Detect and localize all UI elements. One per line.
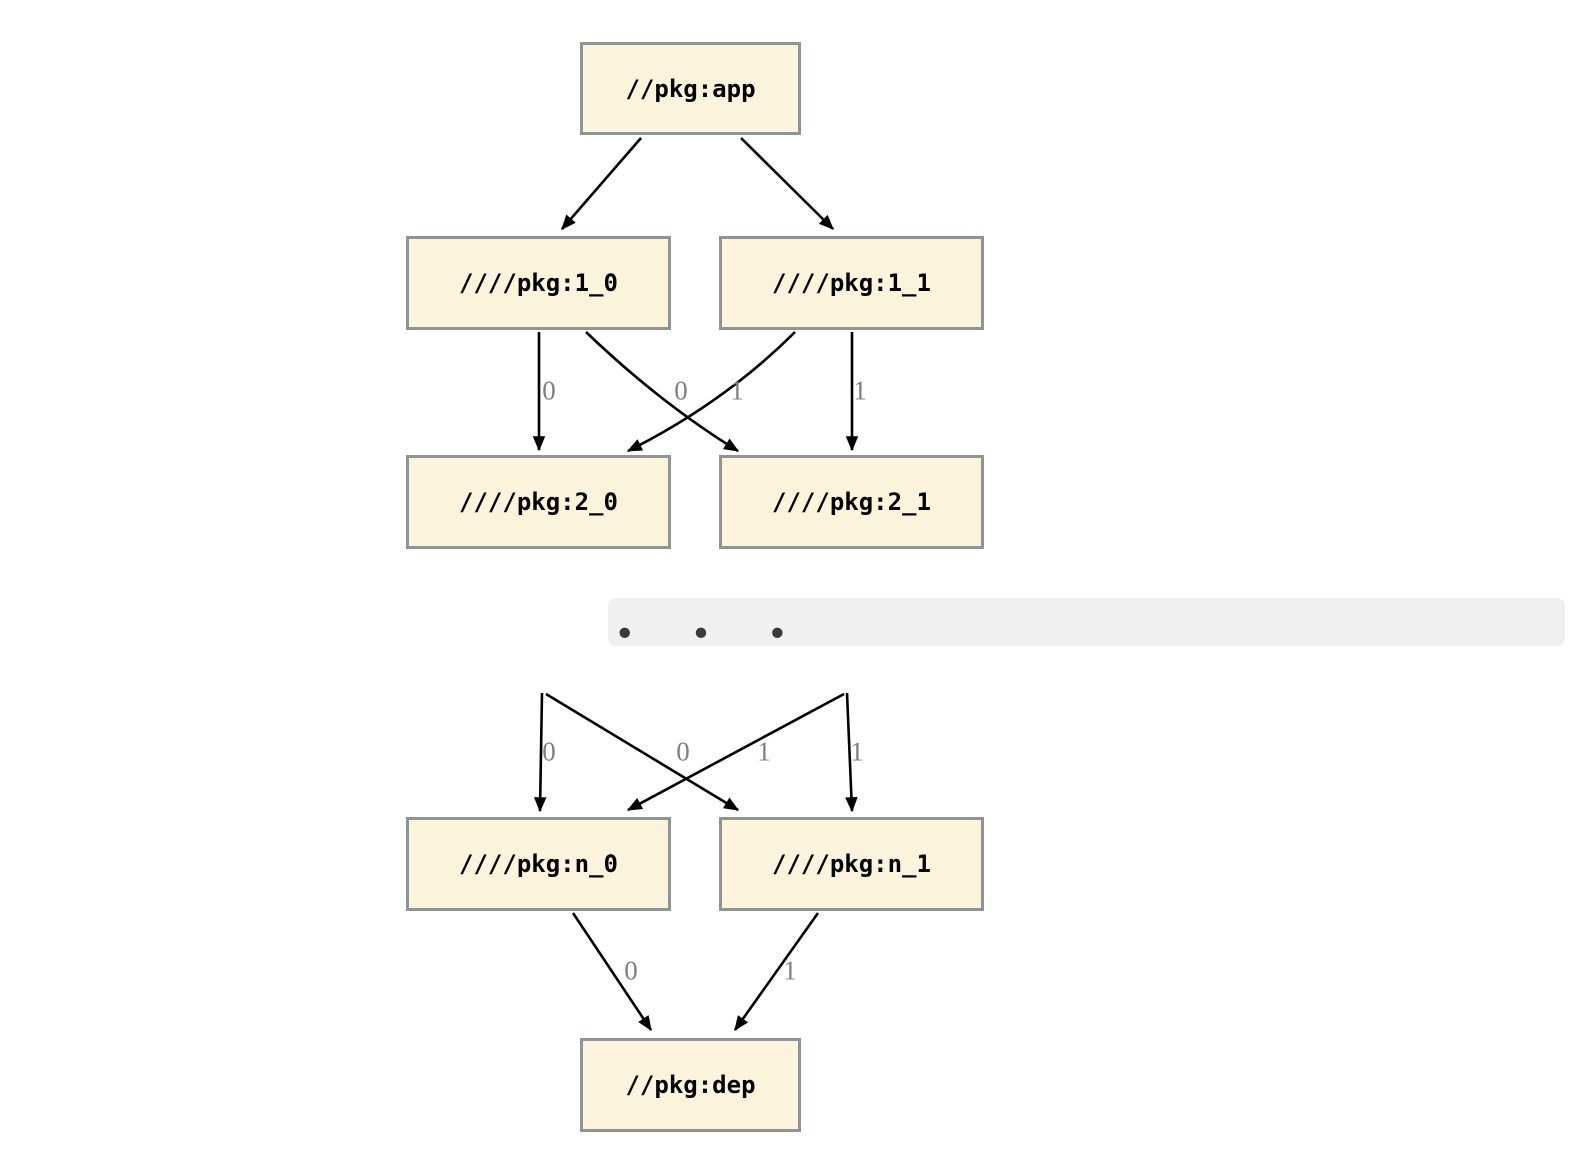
edge-mid-to-n_0-left	[533, 692, 547, 813]
node-pkg-2_1: ////pkg:2_1	[719, 455, 984, 549]
edge-1_1-to-2_0	[626, 331, 796, 453]
edge-mid-to-n_0-cross	[626, 692, 845, 812]
edge-app-to-1_1	[740, 137, 834, 230]
edge-label-1_1-to-2_1: 1	[853, 375, 867, 406]
edge-label-n_0-to-dep: 0	[624, 955, 638, 986]
node-pkg-app: //pkg:app	[580, 42, 801, 135]
edge-n_0-to-dep	[571, 912, 653, 1032]
edge-label-mid-to-n_0-left: 0	[542, 736, 556, 767]
edge-label-1_0-to-2_1: 1	[730, 375, 744, 406]
node-pkg-1_1: ////pkg:1_1	[719, 236, 984, 330]
node-pkg-2_0-label: ////pkg:2_0	[459, 488, 618, 516]
node-pkg-n_1-label: ////pkg:n_1	[772, 850, 931, 878]
edge-app-to-1_0	[561, 137, 642, 230]
edge-label-1_1-to-2_0: 0	[674, 375, 688, 406]
edge-1_0-to-2_1	[585, 331, 740, 453]
node-pkg-app-label: //pkg:app	[625, 74, 756, 103]
truncation-ellipsis: . . .	[612, 563, 791, 656]
edge-label-mid-to-n_0-cross: 0	[676, 736, 690, 767]
node-pkg-1_0-label: ////pkg:1_0	[459, 269, 618, 297]
node-pkg-n_0: ////pkg:n_0	[406, 817, 671, 911]
edge-label-mid-to-n_1-right: 1	[850, 736, 864, 767]
node-pkg-1_1-label: ////pkg:1_1	[772, 269, 931, 297]
edge-n_1-to-dep	[733, 912, 820, 1032]
node-pkg-2_1-label: ////pkg:2_1	[772, 488, 931, 516]
node-pkg-dep-label: //pkg:dep	[625, 1071, 756, 1099]
edge-mid-to-n_1-cross	[545, 692, 740, 812]
edge-label-n_1-to-dep: 1	[783, 955, 797, 986]
edge-label-1_0-to-2_0: 0	[542, 375, 556, 406]
truncation-band	[608, 598, 1565, 646]
edge-mid-to-n_1-right	[845, 692, 858, 813]
node-pkg-2_0: ////pkg:2_0	[406, 455, 671, 549]
node-pkg-n_1: ////pkg:n_1	[719, 817, 984, 911]
node-pkg-1_0: ////pkg:1_0	[406, 236, 671, 330]
edge-label-mid-to-n_1-cross: 1	[757, 736, 771, 767]
node-pkg-dep: //pkg:dep	[580, 1038, 801, 1132]
node-pkg-n_0-label: ////pkg:n_0	[459, 850, 618, 878]
